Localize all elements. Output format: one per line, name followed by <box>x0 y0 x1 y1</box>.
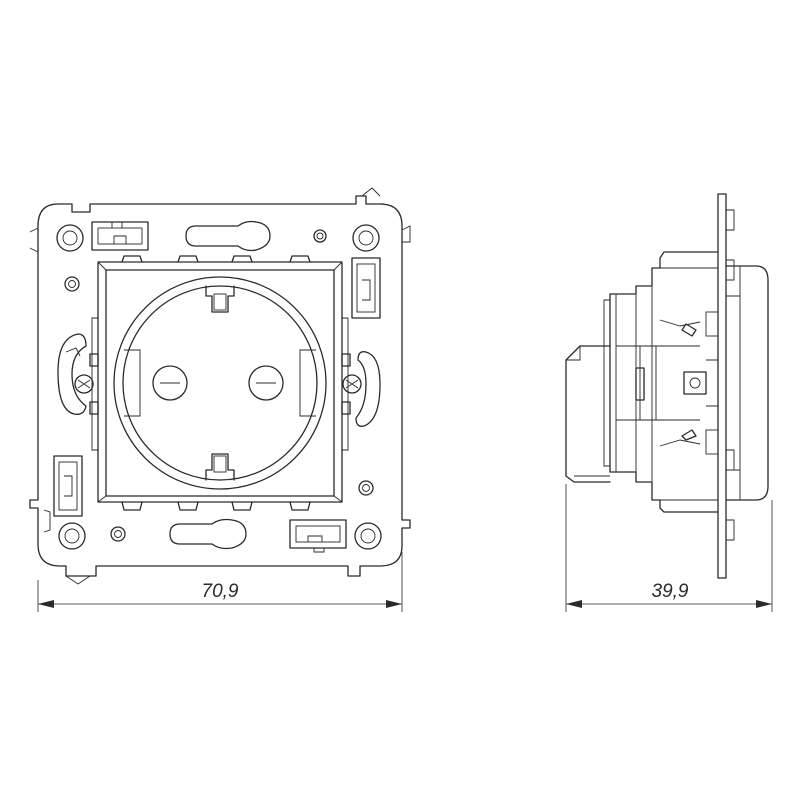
slot-left <box>57 333 87 415</box>
side-view: 39,9 <box>565 193 773 612</box>
pin-hole-left <box>152 365 188 401</box>
slot-bottom <box>169 518 247 550</box>
bottom-tabs <box>121 501 311 511</box>
socket-body-inner <box>105 269 335 497</box>
socket-recess-outer <box>113 276 327 490</box>
pin-hole-right <box>248 365 284 401</box>
socket-recess-inner <box>122 285 318 481</box>
side-mounting-plate <box>717 193 727 579</box>
corner-hole-top-right <box>352 224 380 252</box>
earth-contact-top <box>205 285 235 313</box>
corner-hole-bottom-right <box>354 522 382 550</box>
terminal-screw-left <box>74 374 94 394</box>
clip-right-upper <box>351 257 381 319</box>
top-tabs <box>121 255 311 263</box>
terminal-screw-right <box>342 374 362 394</box>
width-dimension <box>37 552 403 612</box>
side-cover <box>725 265 769 501</box>
side-housing <box>609 251 719 513</box>
side-notches <box>124 349 316 417</box>
depth-dimension-label: 39,9 <box>652 581 689 602</box>
small-hole <box>313 229 327 243</box>
width-dimension-label: 70,9 <box>202 581 239 602</box>
depth-dimension <box>565 484 773 612</box>
slot-top <box>185 220 271 252</box>
side-tabs <box>89 317 351 451</box>
front-view: 70,9 <box>29 187 411 612</box>
socket-body-outer <box>97 261 343 503</box>
mounting-frame <box>29 195 411 577</box>
slot-right <box>355 351 381 427</box>
side-contacts <box>616 311 719 455</box>
small-hole <box>64 276 80 292</box>
side-plug-front <box>565 345 611 483</box>
earth-contact-bottom <box>205 453 235 481</box>
corner-hole-top-left <box>56 224 84 252</box>
corner-hole-bottom-left <box>58 522 86 550</box>
small-hole <box>110 526 126 542</box>
clip-left-lower <box>53 455 83 517</box>
small-hole <box>358 480 374 496</box>
clip-bottom-right <box>289 519 347 553</box>
clip-top-left <box>91 221 149 251</box>
